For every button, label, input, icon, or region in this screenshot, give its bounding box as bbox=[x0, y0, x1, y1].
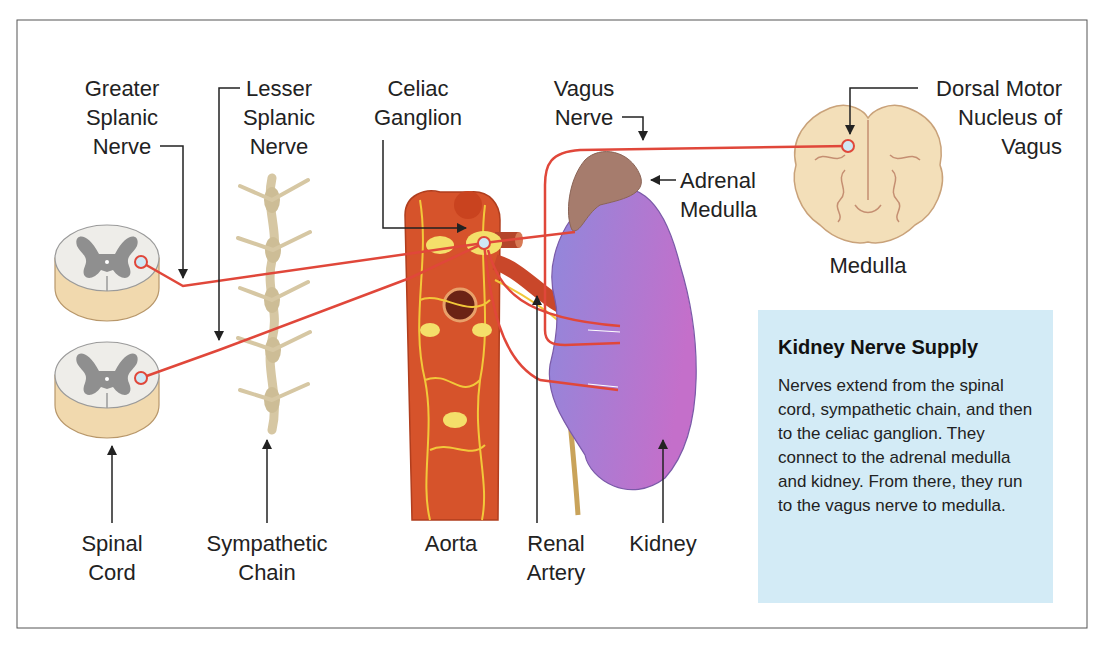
leader-line bbox=[536, 296, 538, 523]
leader-line bbox=[219, 88, 240, 340]
part-label: Sympathetic Chain bbox=[197, 529, 337, 587]
leader-line bbox=[383, 140, 466, 228]
neuron-body bbox=[478, 237, 490, 249]
neuron-body bbox=[842, 140, 854, 152]
neuron-body bbox=[135, 372, 147, 384]
plexus-ganglion bbox=[472, 323, 492, 337]
box-heading: Kidney Nerve Supply bbox=[778, 334, 1033, 360]
nerve-label: Greater Splanic Nerve bbox=[72, 74, 172, 161]
leader-line bbox=[662, 440, 664, 523]
leader-line bbox=[266, 440, 268, 523]
renal-nerve-path bbox=[484, 243, 618, 390]
part-label: Spinal Cord bbox=[72, 529, 152, 587]
organ-label: Adrenal Medulla bbox=[680, 166, 790, 224]
plexus-ganglion bbox=[420, 323, 440, 337]
box-body: Nerves extend from the spinal cord, symp… bbox=[778, 374, 1033, 518]
lesser-splanchnic-path bbox=[141, 243, 484, 378]
leader-line bbox=[111, 446, 113, 523]
medulla-outline bbox=[794, 105, 942, 242]
plexus-ganglion bbox=[443, 412, 467, 428]
medulla-section bbox=[794, 105, 942, 242]
adrenal-gland bbox=[568, 152, 641, 231]
chain-branches bbox=[238, 180, 310, 400]
nerve-label: Lesser Splanic Nerve bbox=[229, 74, 329, 161]
medulla-nuclei bbox=[815, 120, 920, 222]
leader-line bbox=[651, 179, 676, 181]
celiac-trunk bbox=[454, 191, 482, 219]
leader-line bbox=[622, 117, 643, 140]
info-box: Kidney Nerve SupplyNerves extend from th… bbox=[758, 310, 1053, 603]
organ-label: Medulla bbox=[808, 251, 928, 280]
frame bbox=[17, 20, 1087, 628]
sympathetic-chain bbox=[238, 178, 310, 430]
vessel-label: Aorta bbox=[401, 529, 501, 558]
nerve-highlight bbox=[588, 330, 620, 387]
organ-label: Kidney bbox=[613, 529, 713, 558]
leader-line bbox=[160, 146, 183, 278]
neuron-body bbox=[135, 256, 147, 268]
leader-line bbox=[850, 88, 918, 134]
nerve-label: Vagus Nerve bbox=[544, 74, 624, 132]
spinal-cord-section bbox=[55, 225, 159, 321]
nucleus-label: Dorsal Motor Nucleus of Vagus bbox=[922, 74, 1062, 161]
ganglion-label: Celiac Ganglion bbox=[363, 74, 473, 132]
renal-nerve-path bbox=[488, 250, 620, 326]
greater-splanchnic-path bbox=[141, 232, 575, 286]
vessel-label: Renal Artery bbox=[516, 529, 596, 587]
nerve-pathways bbox=[135, 140, 854, 390]
aorta bbox=[405, 191, 500, 520]
spinal-cord-section bbox=[55, 342, 159, 438]
